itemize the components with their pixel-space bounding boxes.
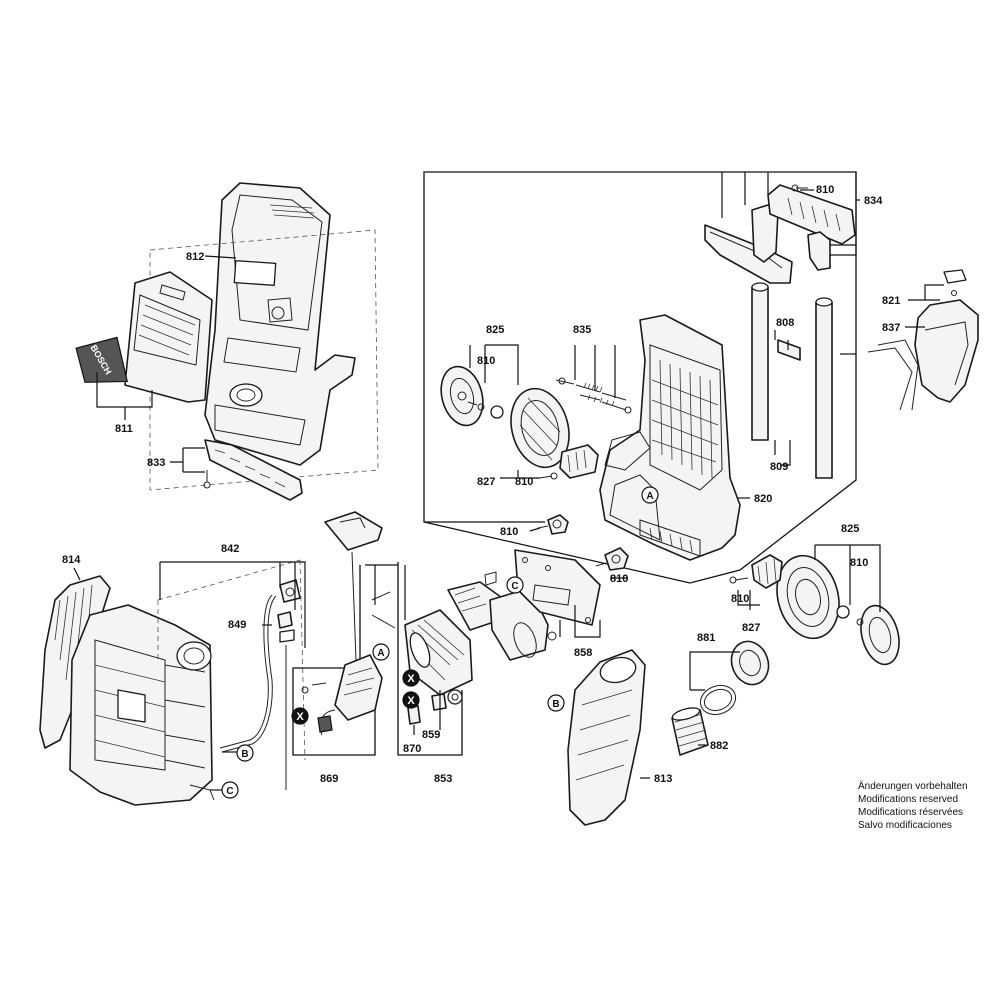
callout-821: 821 (882, 295, 900, 307)
leaders-lower-left (73, 561, 306, 791)
notice-line-3: Modifications réservées (858, 807, 963, 818)
notice-line-1: Änderungen vorbehalten (858, 780, 968, 792)
callout-858: 858 (574, 647, 592, 659)
screw-810-frame (537, 514, 569, 535)
callout-881: 881 (697, 632, 715, 644)
callout-813: 813 (654, 773, 672, 785)
svg-text:X: X (407, 695, 415, 707)
axle-827-right (729, 554, 783, 589)
callout-835: 835 (573, 324, 591, 336)
callout-812: 812 (186, 251, 204, 263)
filter-882 (671, 707, 709, 756)
callout-853: 853 (434, 773, 452, 785)
svg-text:C: C (511, 581, 518, 592)
axle-827-left (539, 444, 599, 480)
callout-810-e: 810 (610, 573, 628, 585)
callout-814: 814 (62, 554, 81, 566)
callout-810-b: 810 (515, 476, 533, 488)
callout-808: 808 (776, 317, 794, 329)
callout-810-top: 810 (816, 184, 834, 196)
callout-810-c: 810 (500, 526, 518, 538)
callout-870: 870 (403, 743, 421, 755)
ref-marker-x-pump-lower: X (402, 691, 420, 709)
callout-810-a: 810 (477, 355, 495, 367)
leaders-upper-right (469, 172, 944, 532)
svg-text:A: A (377, 648, 384, 659)
hose-849 (219, 579, 301, 790)
svg-text:X: X (407, 673, 415, 685)
leaders-lower-right (640, 651, 740, 779)
svg-text:C: C (226, 786, 233, 797)
ref-marker-a-upper: A (641, 486, 659, 504)
leaders-858 (559, 605, 601, 638)
housing-frame-812 (204, 182, 356, 466)
box-853 (397, 562, 463, 756)
callout-859: 859 (422, 729, 440, 741)
handle-834 (704, 184, 856, 284)
callout-882: 882 (710, 740, 728, 752)
ref-marker-a-lower: A (372, 643, 390, 661)
screw-810-right-frame (595, 547, 629, 571)
dashed-assembly-box-lower-left (157, 559, 306, 761)
bracket-837 (867, 269, 979, 411)
dashed-assembly-box-upper-left (149, 229, 379, 491)
callout-842: 842 (221, 543, 239, 555)
callout-869: 869 (320, 773, 338, 785)
ref-marker-b-left: B (236, 744, 254, 762)
ref-marker-c-right: C (506, 576, 524, 594)
leaders-lower-middle (365, 564, 441, 735)
callout-825-left: 825 (486, 324, 504, 336)
wheel-825-right (776, 554, 900, 666)
notice-line-2: Modifications reserved (858, 794, 958, 805)
callout-827-right: 827 (742, 622, 760, 634)
svg-text:X: X (296, 711, 304, 723)
notice-line-4: Salvo modificaciones (858, 820, 952, 831)
callout-810-f: 810 (731, 593, 749, 605)
ref-marker-x-pump-upper: X (402, 669, 420, 687)
svg-text:B: B (241, 749, 248, 760)
callout-827-left: 827 (477, 476, 495, 488)
leaders-upper-left (96, 255, 237, 473)
switch-869 (301, 511, 383, 736)
callout-811: 811 (115, 423, 133, 435)
callout-825-right: 825 (841, 523, 859, 535)
springs-835 (555, 377, 632, 414)
tubes-808-809 (751, 282, 833, 479)
ref-marker-c-left: C (221, 781, 239, 799)
housing-842 (69, 604, 215, 806)
svg-text:B: B (552, 699, 559, 710)
cover-813 (567, 649, 646, 826)
callout-810-d: 810 (850, 557, 868, 569)
ref-marker-b-right: B (547, 694, 565, 712)
front-panel-811: BOSCH (75, 271, 213, 403)
bar-833 (203, 439, 303, 501)
svg-text:A: A (646, 491, 653, 502)
callout-834: 834 (864, 195, 883, 207)
callout-849: 849 (228, 619, 246, 631)
cap-881 (699, 640, 770, 716)
callout-820: 820 (754, 493, 772, 505)
ref-marker-x-switch: X (291, 707, 309, 725)
callout-833: 833 (147, 457, 165, 469)
callout-837: 837 (882, 322, 900, 334)
modifications-notice: Änderungen vorbehalten Modifications res… (858, 780, 968, 831)
bosch-logo-plate (75, 336, 128, 383)
leaders-right-wheel (610, 544, 881, 612)
callout-809: 809 (770, 461, 788, 473)
main-frame-820 (599, 314, 741, 561)
wheel-825-left (440, 365, 570, 469)
